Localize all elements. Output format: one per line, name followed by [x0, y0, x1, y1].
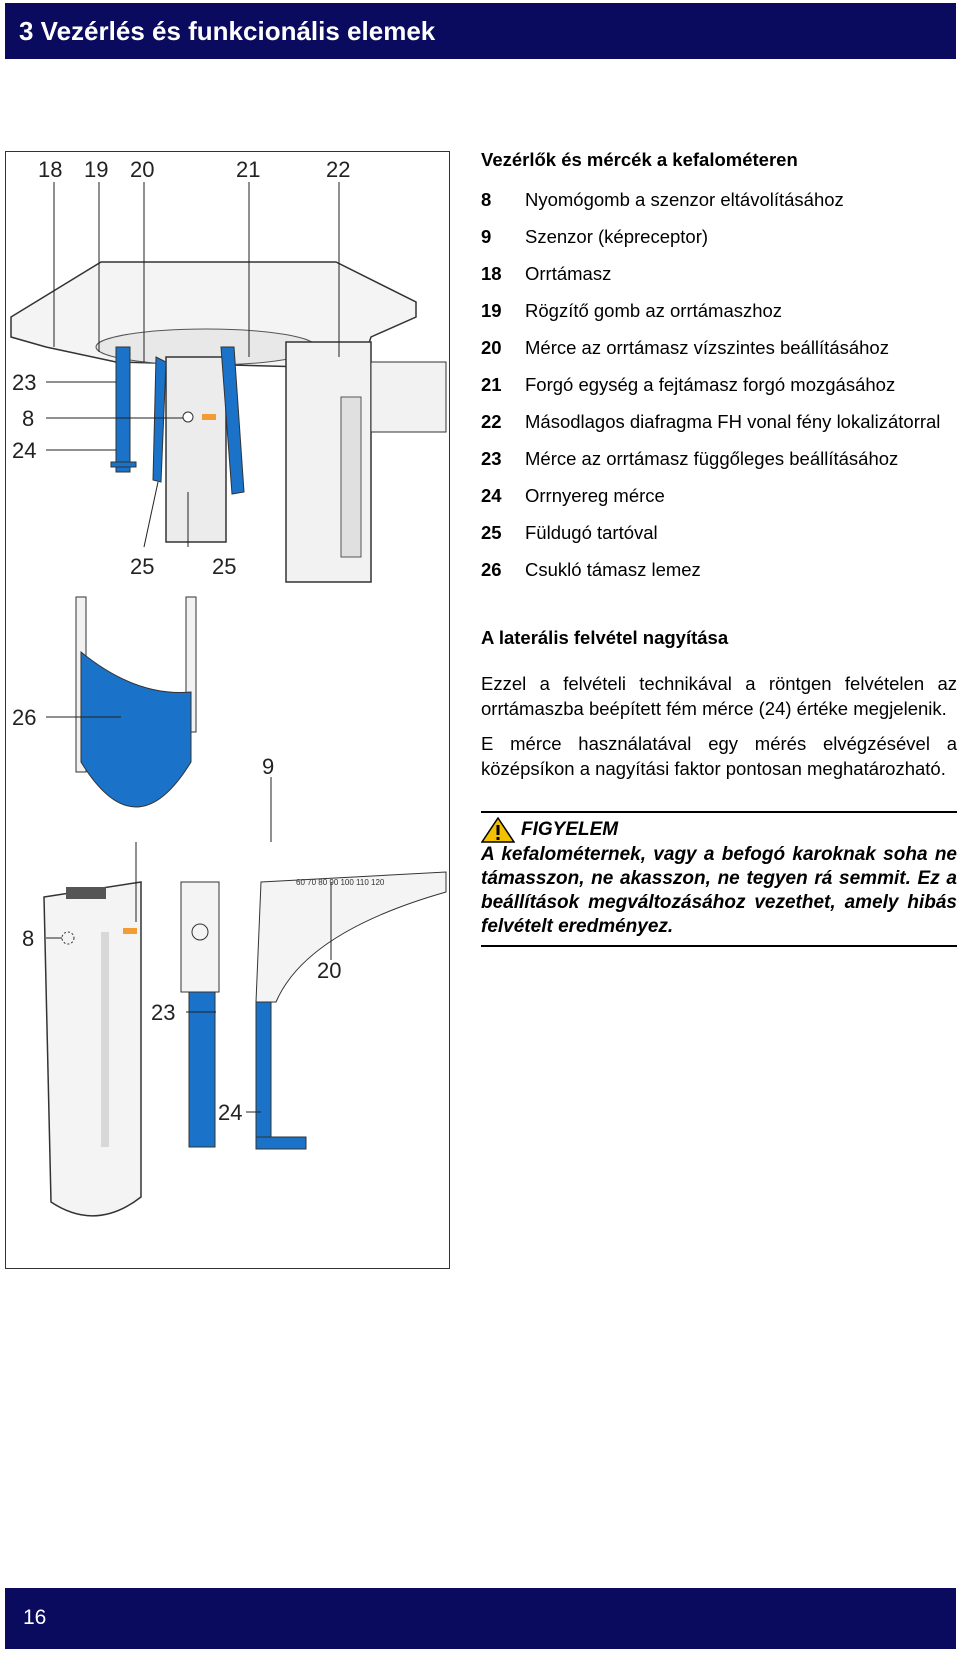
leader-lines	[46, 182, 340, 1113]
magnification-paragraph-1: Ezzel a felvételi technikával a röntgen …	[481, 673, 957, 719]
legend-item: 9 Szenzor (képreceptor)	[481, 225, 957, 249]
callout-23-bottom: 23	[151, 1000, 175, 1025]
legend-item-text: Rögzítő gomb az orrtámaszhoz	[525, 300, 783, 321]
warning-body: A kefalométernek, vagy a befogó karoknak…	[481, 844, 957, 937]
legend-item: 22 Másodlagos diafragma FH vonal fény lok…	[481, 410, 957, 434]
callout-8-bottom: 8	[22, 926, 34, 951]
legend-item: 18 Orrtámasz	[481, 262, 957, 286]
page-title: 3 Vezérlés és funkcionális elemek	[19, 16, 436, 46]
legend-item-number: 23	[481, 448, 502, 469]
legend-item-text: Szenzor (képreceptor)	[525, 226, 709, 247]
callout-22: 22	[326, 157, 350, 182]
legend-item: 20 Mérce az orrtámasz vízszintes beállítá…	[481, 336, 957, 360]
callout-20-bottom: 20	[317, 958, 341, 983]
legend-item-number: 18	[481, 263, 502, 284]
legend-item-text: Csukló támasz lemez	[525, 559, 701, 580]
nasion-support-illustration: 60 70 80 90 100 110 120	[180, 871, 447, 1150]
legend-item-number: 20	[481, 337, 502, 358]
callout-19: 19	[84, 157, 108, 182]
legend-item: 19 Rögzítő gomb az orrtámaszhoz	[481, 299, 957, 323]
magnification-title: A laterális felvétel nagyítása	[481, 627, 729, 648]
legend-item-text: Mérce az orrtámasz függőleges beállításá…	[525, 448, 899, 469]
legend-item-number: 8	[481, 189, 492, 210]
legend-item: 25 Füldugó tartóval	[481, 521, 957, 545]
header-bar: 3 Vezérlés és funkcionális elemek	[5, 3, 956, 59]
callout-24-bottom: 24	[218, 1100, 242, 1125]
cephalometer-head-unit	[10, 261, 447, 583]
legend-item-text: Mérce az orrtámasz vízszintes beállításá…	[525, 337, 889, 358]
legend-item: 8 Nyomógomb a szenzor eltávolításához	[481, 188, 957, 212]
legend-item-number: 26	[481, 559, 502, 580]
legend-item-number: 25	[481, 522, 502, 543]
sensor-illustration	[43, 881, 142, 1217]
cephalometer-figure: 60 70 80 90 100 110 120 18 19 20 2	[5, 151, 450, 1269]
legend-item-number: 21	[481, 374, 502, 395]
callout-8-top: 8	[22, 406, 34, 431]
legend-item-text: Orrnyereg mérce	[525, 485, 665, 506]
legend-item-text: Nyomógomb a szenzor eltávolításához	[525, 189, 844, 210]
text-column: Vezérlők és mércék a kefalométeren 8 Nyom…	[481, 148, 957, 947]
callout-26: 26	[12, 705, 36, 730]
legend-list: 8 Nyomógomb a szenzor eltávolításához 9 Sze…	[481, 188, 957, 582]
scale-marks: 60 70 80 90 100 110 120	[296, 878, 385, 887]
warning-title: FIGYELEM	[521, 819, 619, 840]
page-number: 16	[23, 1606, 47, 1629]
legend-item: 23 Mérce az orrtámasz függőleges beállítá…	[481, 447, 957, 471]
magnification-paragraph-2: E mérce használatával egy mérés elvégzés…	[481, 733, 957, 779]
callout-20-top: 20	[130, 157, 154, 182]
legend-item-text: Orrtámasz	[525, 263, 612, 284]
callout-18: 18	[38, 157, 62, 182]
legend-item-text: Másodlagos diafragma FH vonal fény lokal…	[525, 411, 941, 432]
footer-bar: 16	[5, 1588, 956, 1649]
wrist-support-plate	[75, 596, 197, 808]
callout-24-top: 24	[12, 438, 36, 463]
legend-item: 21 Forgó egység a fejtámasz forgó mozgásá…	[481, 373, 957, 397]
legend-item-number: 22	[481, 411, 502, 432]
legend-item-text: Forgó egység a fejtámasz forgó mozgásáho…	[525, 374, 896, 395]
legend-item: 24 Orrnyereg mérce	[481, 484, 957, 508]
cephalometer-illustration: 60 70 80 90 100 110 120 18 19 20 2	[10, 157, 447, 1217]
legend-item-text: Füldugó tartóval	[525, 522, 658, 543]
warning-header: FIGYELEM	[481, 817, 957, 843]
callout-9: 9	[262, 754, 274, 779]
legend-item-number: 9	[481, 226, 492, 247]
callout-21: 21	[236, 157, 260, 182]
legend-title: Vezérlők és mércék a kefalométeren	[481, 149, 798, 170]
callout-25-left: 25	[130, 554, 154, 579]
warning-box: FIGYELEM A kefalométernek, vagy a befogó…	[481, 811, 957, 947]
callout-25-right: 25	[212, 554, 236, 579]
callout-23-top: 23	[12, 370, 36, 395]
legend-item-number: 24	[481, 485, 502, 506]
legend-item-number: 19	[481, 300, 502, 321]
legend-item: 26 Csukló támasz lemez	[481, 558, 957, 582]
warning-icon	[481, 817, 515, 843]
